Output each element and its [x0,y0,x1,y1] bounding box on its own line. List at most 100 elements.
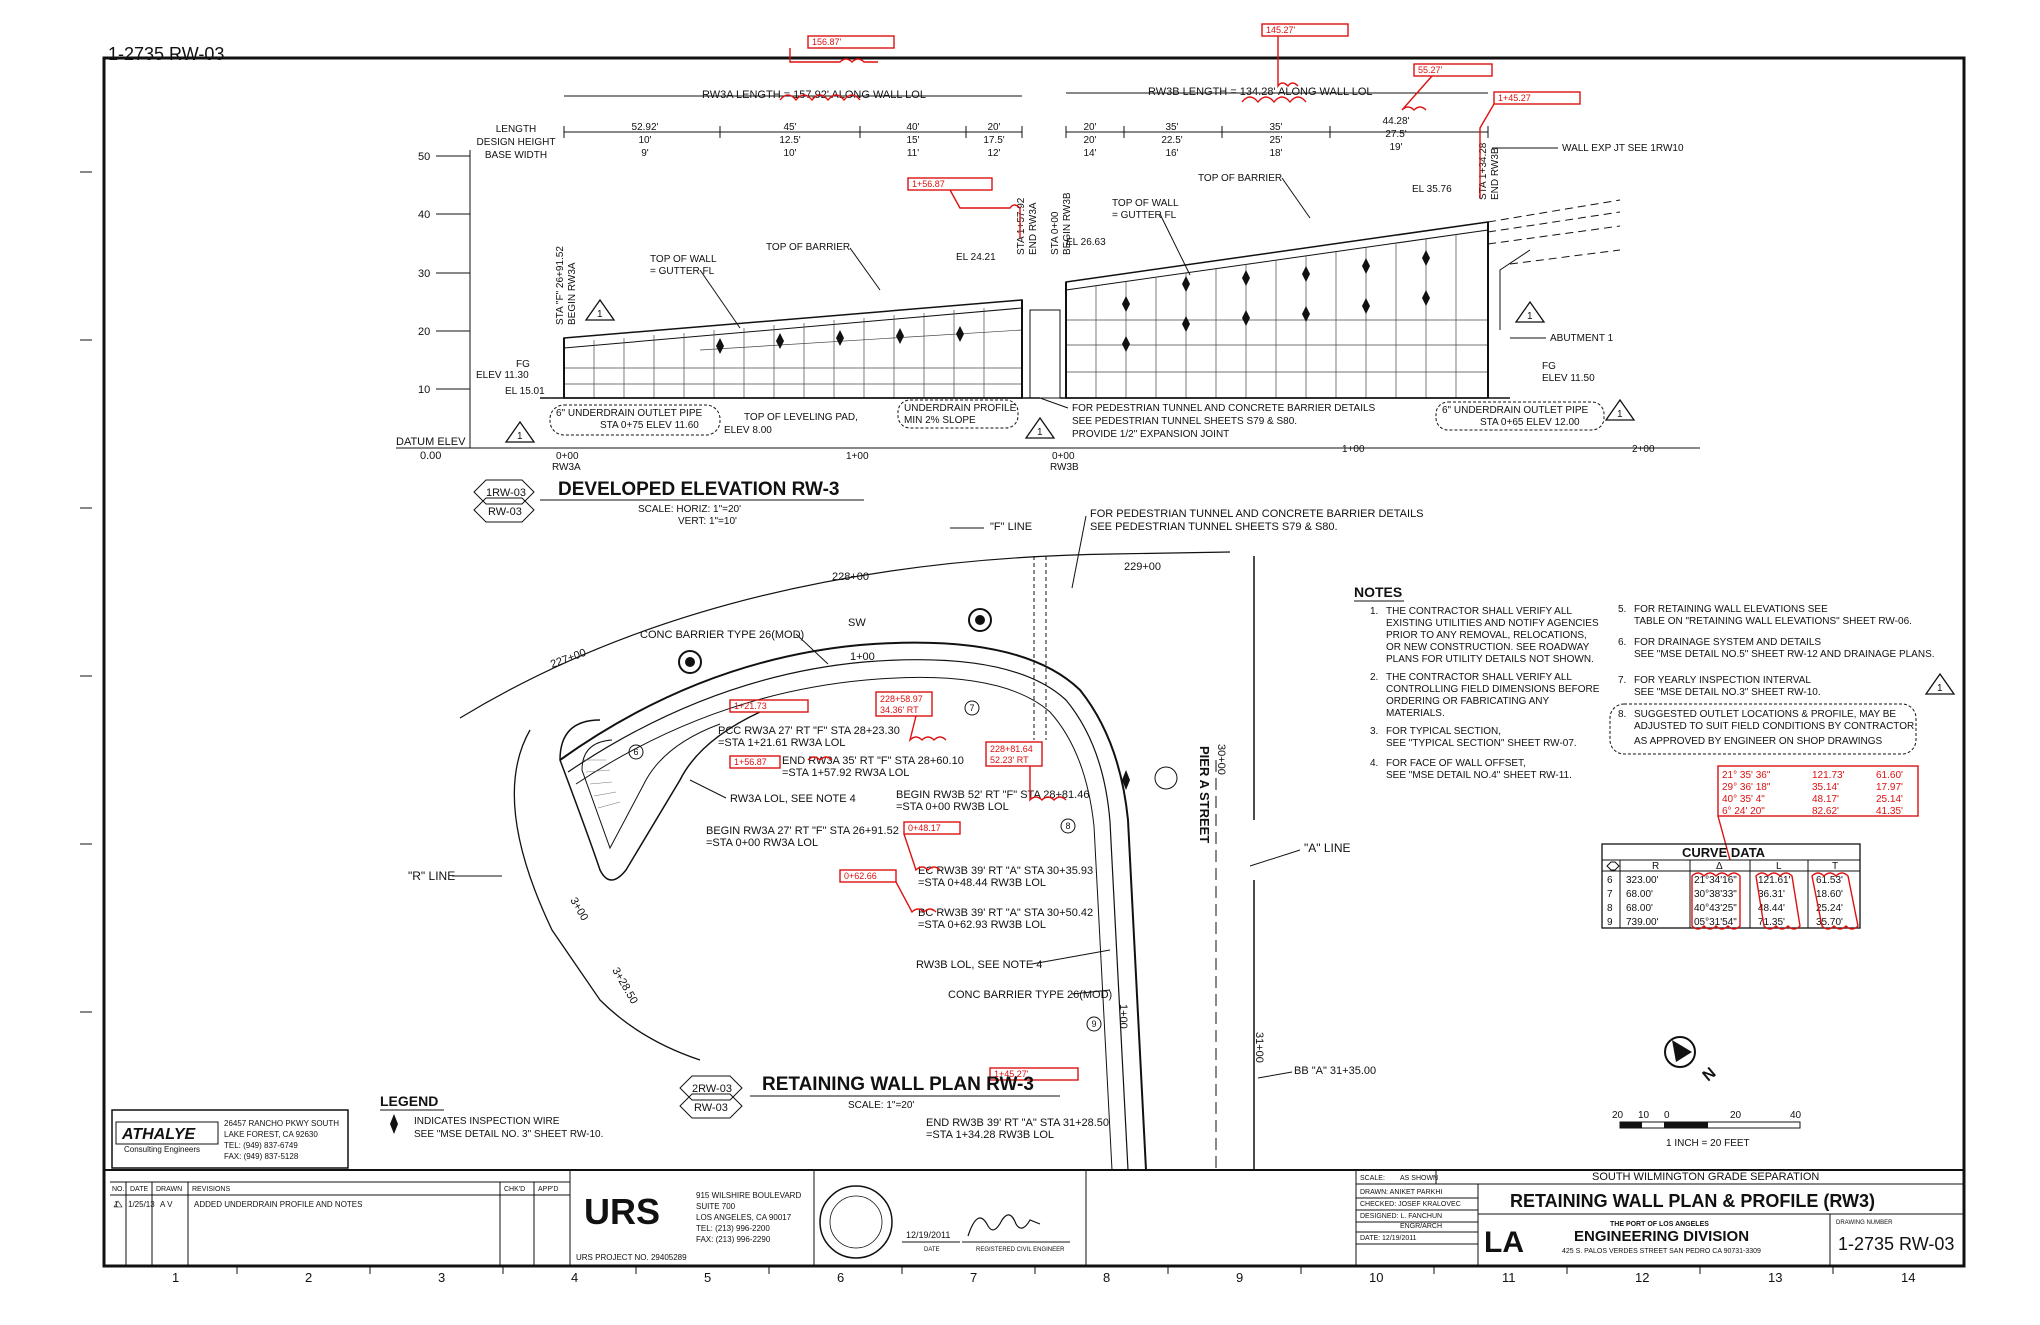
svg-text:30+00: 30+00 [1215,744,1227,775]
svg-text:20: 20 [1612,1110,1624,1121]
svg-text:EXISTING UTILITIES AND NOTIFY: EXISTING UTILITIES AND NOTIFY AGENCIES [1386,618,1599,629]
svg-text:SEE PEDESTRIAN TUNNEL SHEETS S: SEE PEDESTRIAN TUNNEL SHEETS S79 & S80. [1072,416,1297,427]
svg-text:LOS ANGELES, CA 90017: LOS ANGELES, CA 90017 [696,1213,792,1222]
svg-text:6: 6 [633,747,638,757]
svg-text:22.5': 22.5' [1161,135,1182,146]
svg-text:1+56.87: 1+56.87 [912,179,945,189]
svg-text:55.27': 55.27' [1418,65,1443,75]
datum-value: 0.00 [420,450,441,462]
svg-text:BB "A" 31+35.00: BB "A" 31+35.00 [1294,1065,1376,1077]
svg-text:228+81.64: 228+81.64 [990,744,1033,754]
svg-text:121.73': 121.73' [1812,770,1845,781]
svg-text:URS: URS [584,1191,660,1232]
svg-text:21° 35' 36": 21° 35' 36" [1722,770,1771,781]
svg-text:SEE "MSE DETAIL NO. 3" SHEET R: SEE "MSE DETAIL NO. 3" SHEET RW-10. [414,1129,603,1140]
svg-text:= GUTTER FL: = GUTTER FL [650,266,715,277]
svg-text:61.53': 61.53' [1816,875,1843,886]
notes-title: NOTES [1354,584,1402,600]
engineer-seal-icon [819,1185,893,1259]
svg-text:1: 1 [517,431,523,442]
svg-text:323.00': 323.00' [1626,875,1659,886]
rw3b-length: RW3B LENGTH = 134.28' ALONG WALL LOL [1148,86,1373,98]
svg-text:40': 40' [906,122,919,133]
svg-text:FOR PEDESTRIAN TUNNEL AND CONC: FOR PEDESTRIAN TUNNEL AND CONCRETE BARRI… [1090,508,1424,520]
svg-text:20': 20' [1083,122,1096,133]
svg-text:SCALE: HORIZ: 1"=20': SCALE: HORIZ: 1"=20' [638,504,741,515]
svg-text:35': 35' [1165,122,1178,133]
svg-text:8: 8 [1607,903,1613,914]
svg-text:FG: FG [516,359,530,370]
svg-text:FG: FG [1542,361,1556,372]
svg-text:12: 12 [1635,1270,1649,1285]
svg-text:EC RW3B 39' RT "A" STA 30+35.9: EC RW3B 39' RT "A" STA 30+35.93 [918,865,1093,877]
svg-text:RW3B: RW3B [1050,462,1079,473]
svg-text:STA 0+00: STA 0+00 [1050,211,1061,255]
datum-label: DATUM ELEV [396,436,466,448]
svg-text:10': 10' [783,148,796,159]
svg-text:1+21.73: 1+21.73 [734,701,767,711]
svg-text:TOP OF WALL: TOP OF WALL [650,254,717,265]
svg-text:25': 25' [1269,135,1282,146]
svg-text:ELEV 11.30: ELEV 11.30 [476,370,529,381]
svg-text:=STA 0+62.93 RW3B LOL: =STA 0+62.93 RW3B LOL [918,919,1046,931]
svg-text:TOP OF WALL: TOP OF WALL [1112,198,1179,209]
svg-text:40° 35' 4": 40° 35' 4" [1722,794,1765,805]
drawing-number: 1-2735 RW-03 [1838,1234,1954,1254]
svg-text:NO.: NO. [112,1186,125,1193]
plan-title: RETAINING WALL PLAN RW-3 [762,1074,1034,1095]
svg-text:"F" LINE: "F" LINE [990,521,1032,533]
svg-text:1: 1 [114,1200,119,1209]
svg-text:TOP OF BARRIER: TOP OF BARRIER [766,242,850,253]
svg-text:FAX: (949) 837-5128: FAX: (949) 837-5128 [224,1152,299,1161]
svg-text:PCC RW3A 27' RT "F" STA 28+23.: PCC RW3A 27' RT "F" STA 28+23.30 [718,725,900,737]
svg-text:SCALE:: SCALE: [1360,1175,1385,1182]
drawing-title: RETAINING WALL PLAN & PROFILE (RW3) [1510,1191,1875,1211]
notes: NOTES 1. THE CONTRACTOR SHALL VERIFY ALL… [1354,584,1956,781]
svg-text:19': 19' [1389,142,1402,153]
svg-text:SEE "TYPICAL SECTION" SHEET RW: SEE "TYPICAL SECTION" SHEET RW-07. [1386,738,1577,749]
svg-text:DRAWN: ANIKET PARKHI: DRAWN: ANIKET PARKHI [1360,1189,1442,1196]
svg-text:1.: 1. [1370,606,1378,617]
svg-text:12/19/2011: 12/19/2011 [906,1230,950,1240]
svg-text:SW: SW [848,617,866,629]
svg-text:10: 10 [1638,1110,1650,1121]
plan-tag-top: 2RW-03 [692,1083,732,1095]
svg-text:ENGINEERING DIVISION: ENGINEERING DIVISION [1574,1228,1749,1245]
svg-text:L: L [1776,861,1782,872]
svg-text:SUITE 700: SUITE 700 [696,1202,736,1211]
y-tick-10: 10 [418,384,430,396]
svg-text:1+00: 1+00 [1117,1004,1129,1029]
svg-text:3.: 3. [1370,726,1378,737]
svg-text:TEL: (949) 837-6749: TEL: (949) 837-6749 [224,1141,298,1150]
svg-text:THE PORT OF LOS ANGELES: THE PORT OF LOS ANGELES [1610,1221,1709,1228]
urs-block: URS 915 WILSHIRE BOULEVARD SUITE 700 LOS… [569,1170,1357,1266]
svg-text:Δ: Δ [1716,861,1723,872]
title-block: SCALE: AS SHOWN SOUTH WILMINGTON GRADE S… [1356,1169,1964,1266]
svg-text:11': 11' [907,148,919,159]
svg-text:10: 10 [1369,1270,1383,1285]
svg-text:20': 20' [987,122,1000,133]
svg-text:TOP OF LEVELING PAD,: TOP OF LEVELING PAD, [744,412,858,423]
svg-text:RW3A: RW3A [552,462,581,473]
svg-text:FOR DRAINAGE SYSTEM AND DETAIL: FOR DRAINAGE SYSTEM AND DETAILS [1634,637,1821,648]
elevation-tag-top: 1RW-03 [486,487,526,499]
svg-text:25.24': 25.24' [1816,903,1843,914]
svg-text:REGISTERED CIVIL ENGINEER: REGISTERED CIVIL ENGINEER [976,1247,1065,1253]
svg-text:FOR FACE OF WALL OFFSET,: FOR FACE OF WALL OFFSET, [1386,758,1526,769]
svg-text:LAKE FOREST, CA 92630: LAKE FOREST, CA 92630 [224,1130,318,1139]
lbl-wall-exp: WALL EXP JT SEE 1RW10 [1562,143,1684,154]
svg-text:END RW3A: END RW3A [1028,202,1039,255]
curve-data-table: 21° 35' 36" 121.73' 61.60' 29° 36' 18" 3… [1601,765,1919,930]
svg-text:40°43'25": 40°43'25" [1694,903,1737,914]
svg-text:7: 7 [969,703,974,713]
svg-text:17.5': 17.5' [983,135,1004,146]
svg-text:END RW3B: END RW3B [1490,147,1501,200]
svg-text:FOR PEDESTRIAN TUNNEL AND CONC: FOR PEDESTRIAN TUNNEL AND CONCRETE BARRI… [1072,403,1376,414]
svg-text:"A" LINE: "A" LINE [1304,841,1351,855]
svg-text:15': 15' [906,135,919,146]
svg-text:9': 9' [641,148,649,159]
svg-text:ELEV 11.50: ELEV 11.50 [1542,373,1595,384]
svg-text:0: 0 [1664,1110,1670,1121]
svg-text:ATHALYE: ATHALYE [121,1126,197,1143]
